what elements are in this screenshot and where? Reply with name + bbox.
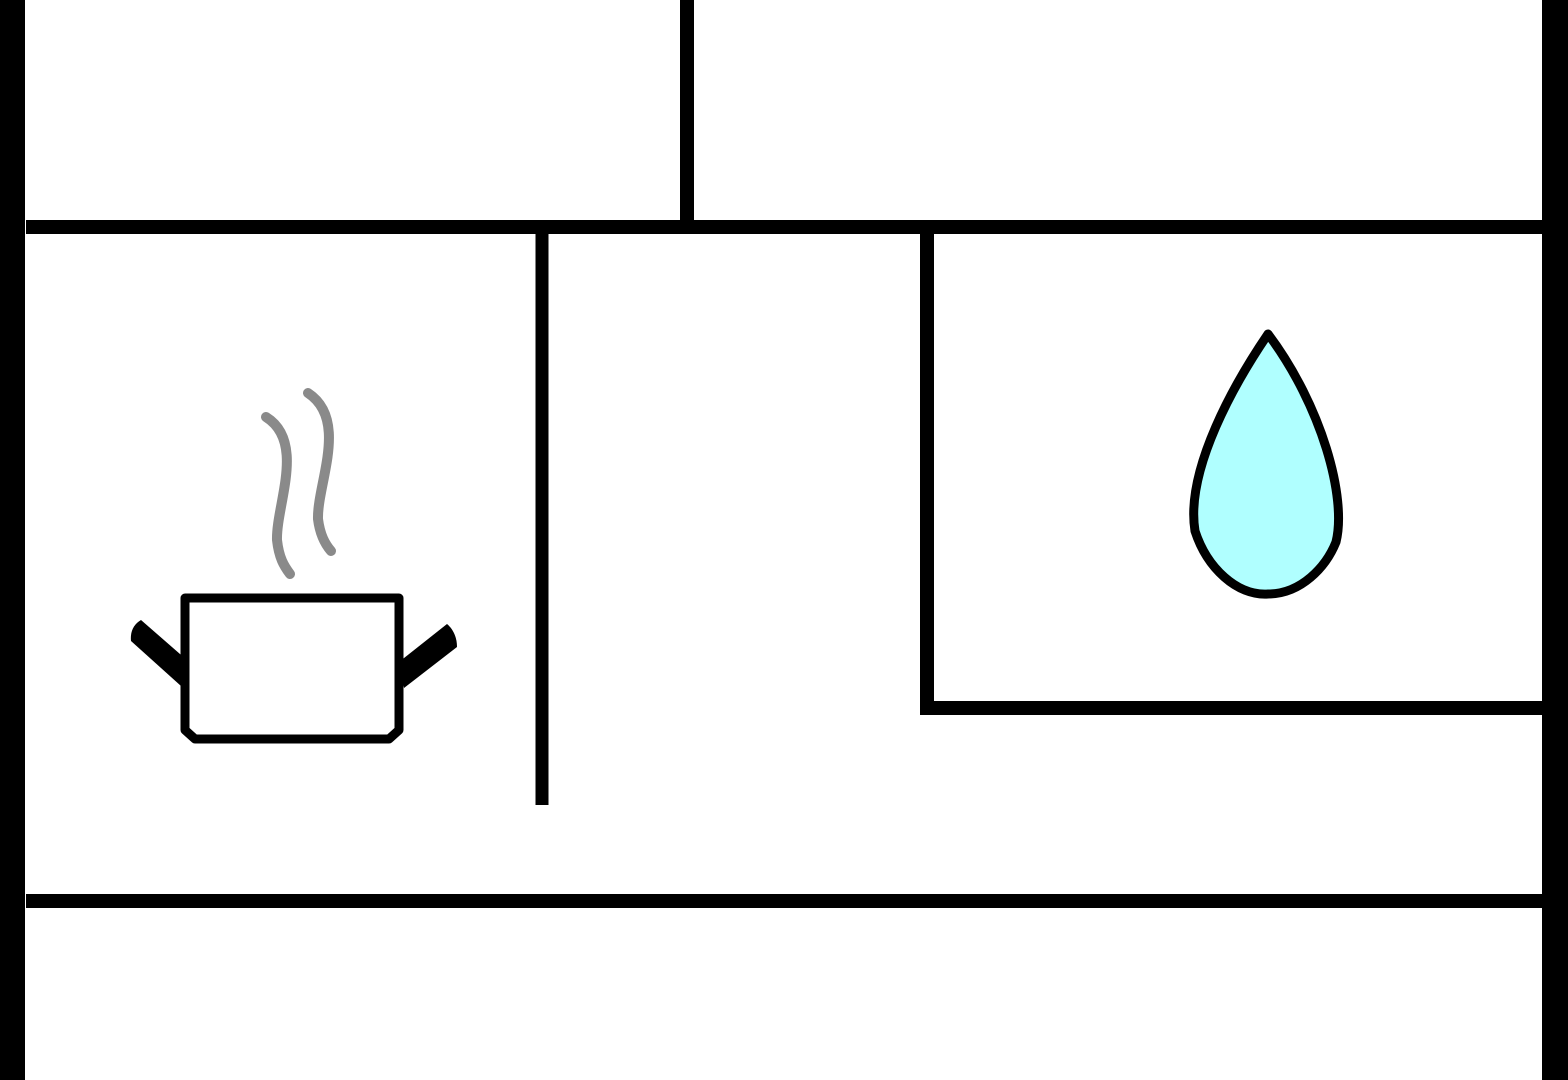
pot-right-handle [399, 624, 457, 688]
steam-line-left [261, 412, 295, 579]
water-drop-icon [1189, 329, 1343, 599]
steam-icon [261, 388, 336, 579]
steam-line-right [303, 388, 336, 556]
cooking-pot-icon [130, 593, 457, 744]
water-drop-shape [1189, 329, 1343, 599]
pot-body [180, 593, 404, 744]
pot-left-handle [130, 620, 188, 686]
